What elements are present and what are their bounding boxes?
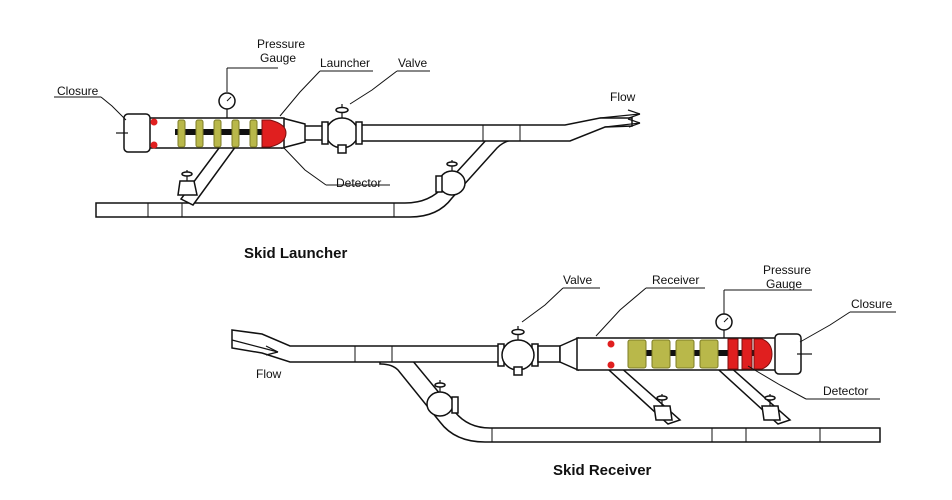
launcher-detector-label: Detector bbox=[336, 176, 381, 190]
closure-dot bbox=[150, 141, 158, 149]
receiver-inlet-pipe bbox=[231, 329, 501, 363]
launcher-pressure-gauge bbox=[218, 92, 236, 118]
receiver-reducer bbox=[559, 336, 579, 372]
launcher-valve-label: Valve bbox=[398, 56, 427, 70]
receiver-closure-label: Closure bbox=[851, 297, 893, 311]
launcher-flow-label: Flow bbox=[610, 90, 636, 104]
receiver-valve-label: Valve bbox=[563, 273, 592, 287]
launcher-pressure-gauge-label-line1: Pressure bbox=[257, 37, 305, 51]
launcher-riser-valve bbox=[435, 160, 466, 196]
receiver-barrel bbox=[576, 333, 812, 375]
receiver-branch-valve-2 bbox=[761, 394, 781, 421]
closure-dot bbox=[150, 118, 158, 126]
launcher-pressure-gauge-label-line2: Gauge bbox=[260, 51, 296, 65]
receiver-pig bbox=[627, 338, 773, 370]
receiver-flow-label: Flow bbox=[256, 367, 282, 381]
launcher-label: Launcher bbox=[320, 56, 370, 70]
receiver-pressure-gauge-label-line2: Gauge bbox=[766, 277, 802, 291]
receiver-branch-valve-1 bbox=[653, 394, 673, 421]
receiver-label: Receiver bbox=[652, 273, 699, 287]
receiver-main-valve bbox=[497, 326, 561, 376]
skid-launcher: Closure Pressure Gauge Launcher Valve Fl… bbox=[54, 37, 641, 262]
receiver-closure bbox=[774, 333, 812, 375]
receiver-callouts bbox=[521, 287, 896, 400]
receiver-dot bbox=[607, 361, 615, 369]
launcher-outlet-pipe bbox=[299, 109, 641, 142]
receiver-riser-valve-left bbox=[426, 380, 459, 417]
skid-receiver: Valve Receiver Pressure Gauge Closure Fl… bbox=[231, 263, 896, 479]
launcher-branch-valve bbox=[177, 170, 198, 196]
receiver-pressure-gauge-label-line1: Pressure bbox=[763, 263, 811, 277]
receiver-title: Skid Receiver bbox=[553, 462, 652, 479]
receiver-detector-label: Detector bbox=[823, 384, 868, 398]
launcher-callouts bbox=[54, 67, 430, 186]
launcher-pig bbox=[175, 119, 287, 148]
launcher-closure bbox=[116, 113, 158, 153]
launcher-barrel bbox=[116, 113, 287, 153]
launcher-title: Skid Launcher bbox=[244, 245, 348, 262]
receiver-pressure-gauge bbox=[715, 313, 733, 338]
launcher-main-valve bbox=[321, 104, 363, 154]
launcher-closure-label: Closure bbox=[57, 84, 99, 98]
receiver-dot bbox=[607, 340, 615, 348]
